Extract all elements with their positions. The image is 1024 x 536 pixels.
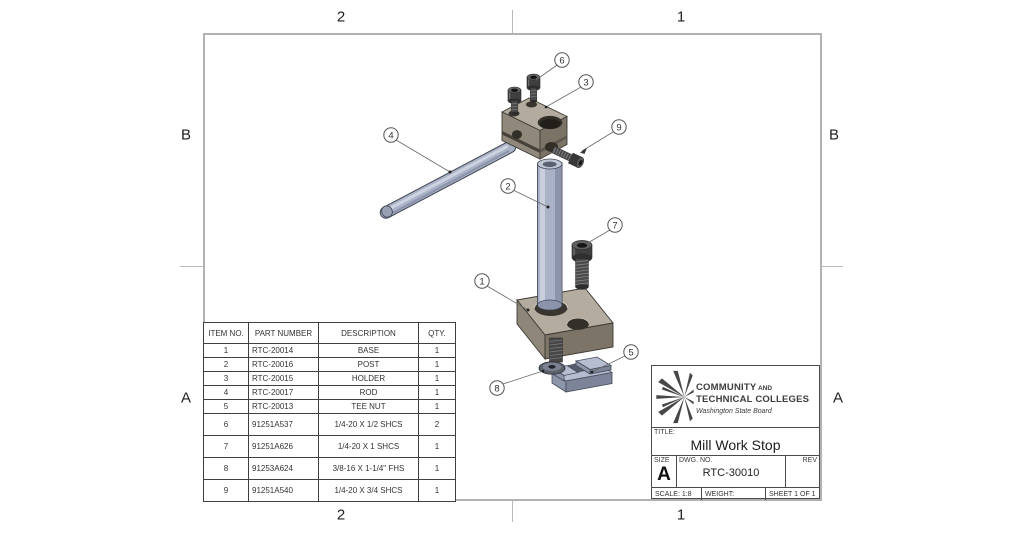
zone-label-right-a: A: [832, 389, 844, 407]
screw-shcs-7: [571, 240, 593, 290]
screw-fhs-8: [538, 337, 566, 375]
balloon-2: 2: [500, 178, 516, 194]
drawing-title: Mill Work Stop: [690, 437, 781, 453]
zone-label-bottom-1: 1: [676, 506, 686, 524]
balloon-8: 8: [489, 380, 505, 396]
bom-header-part: PART NUMBER: [248, 322, 319, 344]
sheet-value: SHEET 1 OF 1: [769, 490, 816, 498]
sheet-size: A: [657, 464, 671, 485]
size-label: SIZE: [654, 457, 670, 464]
part-rod: [379, 140, 517, 219]
zone-label-bottom-2: 2: [336, 506, 346, 524]
scale-value: SCALE: 1:8: [652, 488, 702, 500]
balloon-7: 7: [607, 217, 623, 233]
rev-label: REV: [802, 457, 817, 464]
balloon-3: 3: [578, 74, 594, 90]
balloon-5: 5: [623, 344, 639, 360]
ctc-starburst-icon: [656, 370, 694, 424]
dwg-no-label: DWG. NO.: [679, 457, 713, 464]
svg-text:5: 5: [628, 348, 633, 359]
svg-text:6: 6: [559, 56, 564, 67]
balloon-6: 6: [554, 52, 570, 68]
svg-text:3: 3: [583, 78, 588, 89]
size-row: SIZE A DWG. NO. RTC-30010 REV: [652, 456, 819, 488]
zone-tick-right: [820, 266, 843, 267]
title-label: TITLE:: [654, 429, 676, 436]
dwg-no: RTC-30010: [702, 467, 760, 479]
bom-header-item: ITEM NO.: [203, 322, 249, 344]
leader-arrowhead-9: [580, 148, 587, 154]
screw-shcs-9: [551, 146, 584, 169]
weight-value: WEIGHT:: [702, 488, 766, 500]
org-line1: COMMUNITY: [696, 382, 757, 393]
svg-text:9: 9: [616, 123, 621, 134]
part-post: [537, 158, 563, 311]
title-row: TITLE: Mill Work Stop: [652, 428, 819, 456]
bom-header-desc: DESCRIPTION: [318, 322, 419, 344]
zone-label-left-b: B: [180, 126, 192, 144]
svg-text:7: 7: [612, 221, 617, 232]
balloon-leaders: [395, 64, 626, 385]
zone-label-left-a: A: [180, 389, 192, 407]
dwg-no-cell: DWG. NO. RTC-30010: [677, 456, 786, 487]
balloon-9: 9: [611, 119, 627, 135]
zone-label-right-b: B: [828, 126, 840, 144]
org-logo: COMMUNITY AND TECHNICAL COLLEGES Washing…: [652, 366, 819, 428]
zone-tick-bottom: [512, 499, 513, 522]
org-name: COMMUNITY AND TECHNICAL COLLEGES Washing…: [696, 382, 810, 416]
zone-tick-left: [180, 266, 203, 267]
size-cell: SIZE A: [652, 456, 677, 487]
balloon-4: 4: [383, 127, 399, 143]
zone-label-top-2: 2: [336, 8, 346, 26]
exploded-assembly-view: 1 2 3 4 5 6 7 8 9: [379, 52, 639, 396]
part-tee-nut: [550, 356, 614, 393]
svg-text:4: 4: [388, 131, 393, 142]
bom-header-row: ITEM NO. PART NUMBER DESCRIPTION QTY.: [203, 322, 456, 344]
scale-row: SCALE: 1:8 WEIGHT: SHEET 1 OF 1: [652, 488, 819, 500]
org-line3: Washington State Board: [696, 408, 772, 416]
zone-tick-top: [512, 10, 513, 33]
bom-header-qty: QTY.: [418, 322, 456, 344]
svg-text:2: 2: [505, 182, 510, 193]
svg-text:8: 8: [494, 384, 499, 395]
balloon-1: 1: [474, 273, 490, 289]
zone-label-top-1: 1: [676, 8, 686, 26]
svg-text:1: 1: [479, 277, 484, 288]
title-block: COMMUNITY AND TECHNICAL COLLEGES Washing…: [651, 365, 820, 500]
screw-shcs-6-left: [507, 86, 522, 115]
part-base: [516, 287, 614, 361]
rev-cell: REV: [786, 456, 821, 487]
screw-shcs-6-right: [526, 73, 541, 103]
part-holder: [500, 97, 569, 160]
org-line2: TECHNICAL COLLEGES: [696, 394, 810, 406]
